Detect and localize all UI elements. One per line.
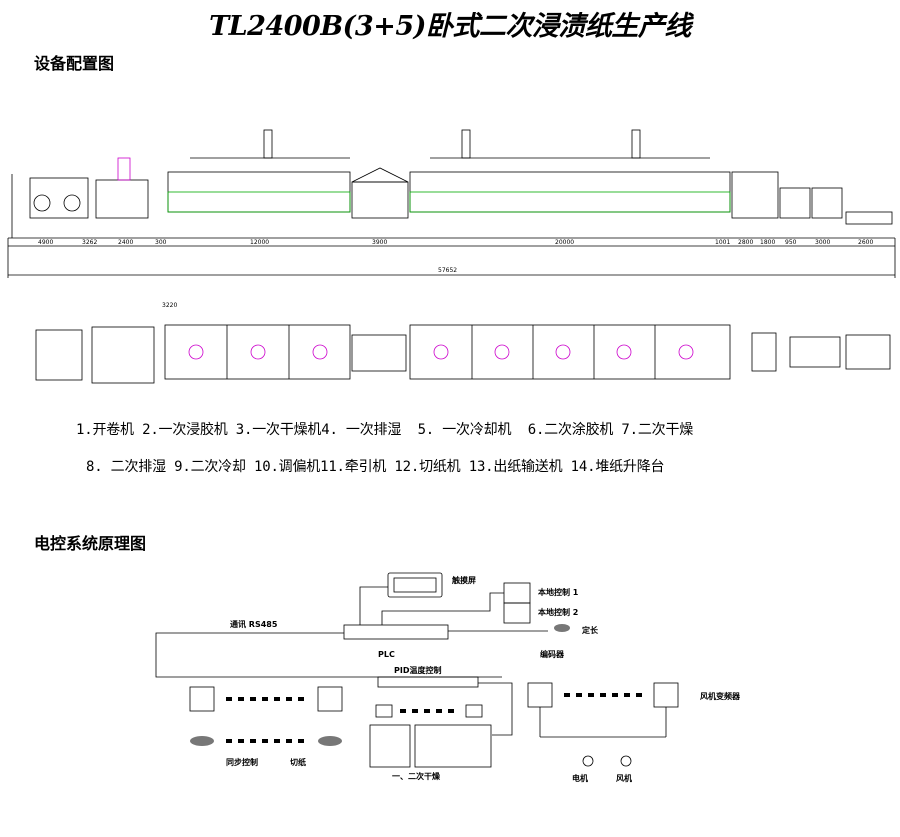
svg-text:1001: 1001 xyxy=(715,239,730,246)
plc-box xyxy=(343,624,449,640)
equipment-plan-drawing: 3220 xyxy=(35,302,891,384)
local-control-1-label: 本地控制 1 xyxy=(537,587,579,597)
svg-text:1800: 1800 xyxy=(760,239,775,246)
sync-control-label: 同步控制 xyxy=(226,757,258,767)
cut-paper-label: 切纸 xyxy=(290,757,306,767)
svg-text:3900: 3900 xyxy=(372,239,387,246)
plc-label: PLC xyxy=(378,650,395,659)
motor-label: 电机 xyxy=(572,773,588,783)
encoder-label: 编码器 xyxy=(540,649,565,659)
fan-inverter-label: 风机变频器 xyxy=(700,691,741,701)
legend-line-1: 1.开卷机 2.一次浸胶机 3.一次干燥机4. 一次排湿 5. 一次冷却机 6.… xyxy=(76,422,694,438)
svg-text:2400: 2400 xyxy=(118,239,133,246)
legend-line-2: 8. 二次排湿 9.二次冷却 10.调偏机11.牵引机 12.切纸机 13.出纸… xyxy=(86,459,665,475)
svg-text:12000: 12000 xyxy=(250,239,269,246)
fan-label: 风机 xyxy=(616,773,632,783)
svg-text:3220: 3220 xyxy=(162,302,177,309)
pid-label: PID温度控制 xyxy=(394,665,441,675)
touch-screen-label: 触摸屏 xyxy=(452,575,476,585)
fixed-length-label: 定长 xyxy=(581,625,599,635)
page-title: TL2400B(3+5)卧式二次浸渍纸生产线 xyxy=(209,11,691,42)
layout-section-title: 设备配置图 xyxy=(34,54,115,73)
svg-text:950: 950 xyxy=(785,239,797,246)
local-control-2-label: 本地控制 2 xyxy=(537,607,578,617)
svg-text:2800: 2800 xyxy=(738,239,753,246)
control-schematic: 触摸屏 本地控制 1 本地控制 2 通讯 RS485 PLC 定长 编码器 PI… xyxy=(155,572,741,783)
svg-text:2600: 2600 xyxy=(858,239,873,246)
touch-screen-box xyxy=(387,572,443,598)
svg-text:3000: 3000 xyxy=(815,239,830,246)
svg-text:3262: 3262 xyxy=(82,239,97,246)
dryer-label: 一、二次干燥 xyxy=(392,771,441,781)
svg-text:20000: 20000 xyxy=(555,239,574,246)
comm-label: 通讯 RS485 xyxy=(230,619,278,629)
svg-text:57652: 57652 xyxy=(438,267,457,274)
control-section-title: 电控系统原理图 xyxy=(34,534,147,553)
svg-text:300: 300 xyxy=(155,239,167,246)
svg-text:4900: 4900 xyxy=(38,239,53,246)
